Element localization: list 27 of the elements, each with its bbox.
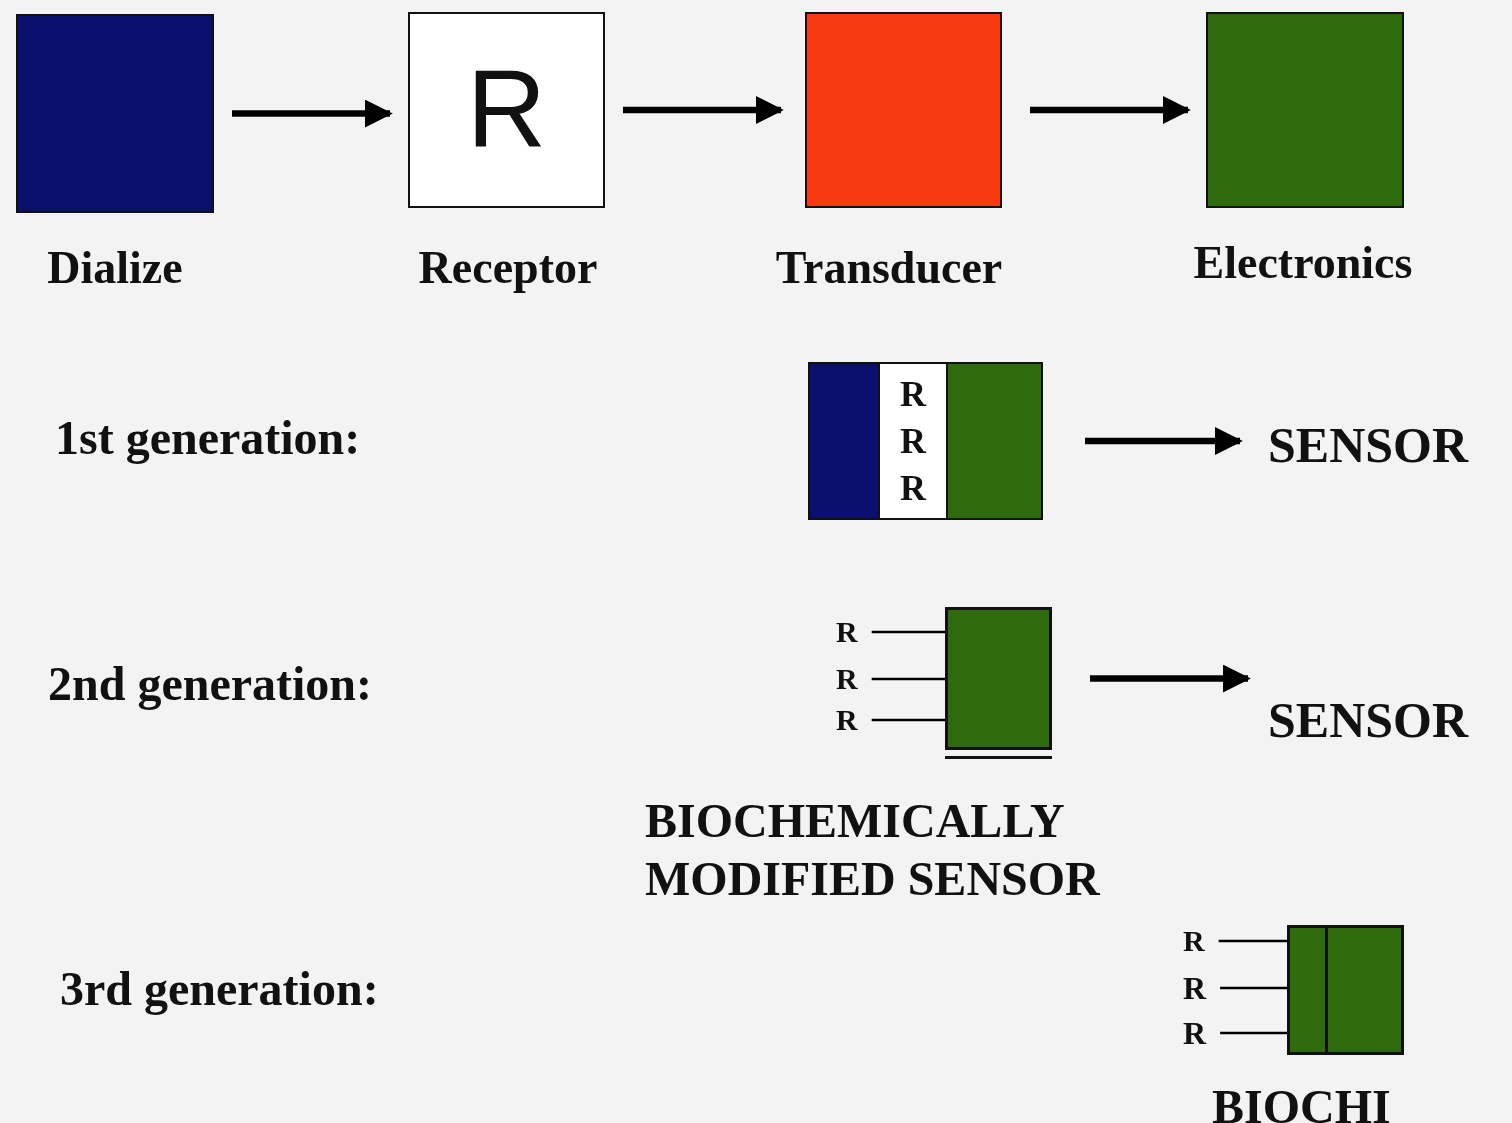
block-label: Dialize xyxy=(47,245,183,291)
receptor-letter: R xyxy=(900,470,926,506)
block-label: Electronics xyxy=(1193,240,1413,286)
block-label: Receptor xyxy=(418,245,598,291)
receptor-letter: R xyxy=(900,376,926,412)
connector-line xyxy=(871,677,945,681)
box-letter: R xyxy=(466,52,547,163)
connector-line xyxy=(871,630,945,634)
output-label: SENSOR xyxy=(1268,695,1469,745)
receptor-letter: R xyxy=(836,664,858,694)
receptor-letter: R xyxy=(836,705,858,735)
caption-text: BIOCHI xyxy=(1212,1079,1392,1123)
receptor-letter: R xyxy=(836,617,858,647)
generation-label: 3rd generation: xyxy=(60,965,379,1013)
caption-text: BIOCHEMICALLY MODIFIED SENSOR xyxy=(645,793,1101,907)
connector-line xyxy=(871,718,945,722)
receptor-letter: R xyxy=(1183,926,1205,956)
generation-label: 1st generation: xyxy=(55,414,361,462)
connector-line xyxy=(1218,939,1287,943)
receptor-letter: R xyxy=(900,423,926,459)
receptor-letter: R xyxy=(1183,972,1207,1004)
generation-label: 2nd generation: xyxy=(48,660,372,708)
receptor-letter: R xyxy=(1183,1017,1207,1049)
connector-line xyxy=(1220,1031,1287,1035)
output-label: SENSOR xyxy=(1268,420,1469,470)
block-label: Transducer xyxy=(775,245,1003,291)
connector-line xyxy=(1220,986,1287,990)
